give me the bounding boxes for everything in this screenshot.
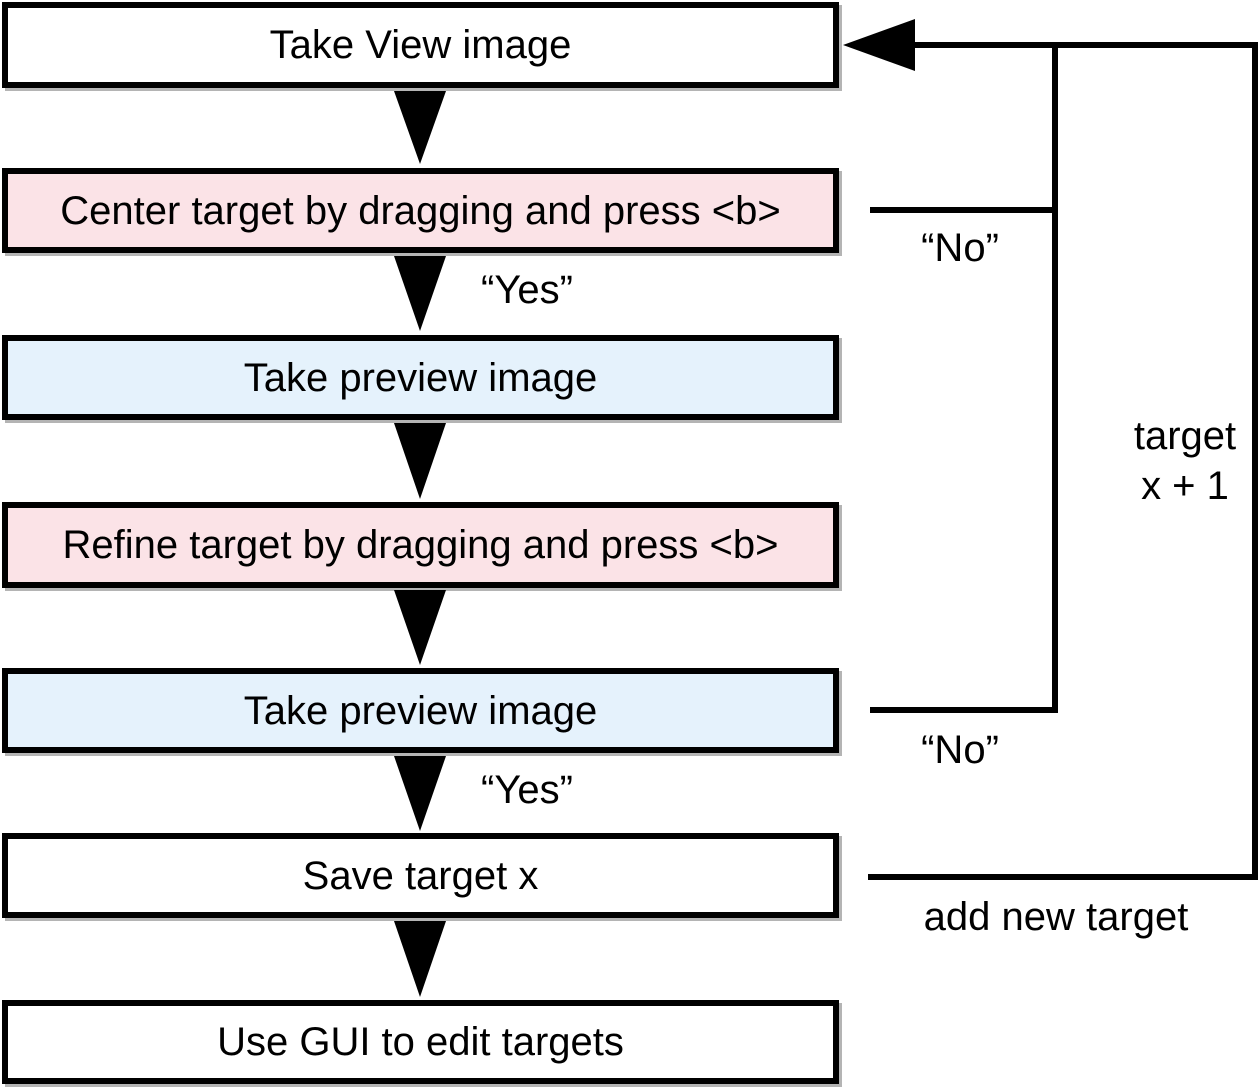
down-arrow-icon — [394, 423, 446, 499]
box-refine-target: Refine target by dragging and press <b> — [2, 502, 839, 588]
feedback-vertical-line-inner — [1052, 42, 1058, 713]
no-branch-line-2 — [870, 707, 1058, 713]
no-label-2: “No” — [921, 728, 999, 772]
yes-label-1: “Yes” — [481, 268, 573, 312]
target-increment-line2: x + 1 — [1141, 464, 1229, 508]
box-take-preview-2: Take preview image — [2, 668, 839, 753]
left-arrowhead-icon — [843, 19, 915, 71]
yes-label-2: “Yes” — [481, 768, 573, 812]
target-increment-line1: target — [1133, 414, 1237, 458]
down-arrow-icon — [394, 590, 446, 665]
box-take-view-image: Take View image — [2, 2, 839, 88]
no-branch-line-1 — [870, 207, 1058, 213]
box-center-target: Center target by dragging and press <b> — [2, 168, 839, 253]
down-arrow-icon — [394, 91, 446, 164]
feedback-vertical-line-outer — [1252, 42, 1258, 880]
box-use-gui: Use GUI to edit targets — [2, 1000, 839, 1084]
down-arrow-icon — [394, 256, 446, 331]
no-label-1: “No” — [921, 226, 999, 270]
box-save-target: Save target x — [2, 833, 839, 918]
box-take-preview-1: Take preview image — [2, 335, 839, 420]
add-new-target-label: add new target — [923, 895, 1189, 939]
down-arrow-icon — [394, 756, 446, 831]
target-increment-label: target x + 1 — [1134, 411, 1236, 511]
down-arrow-icon — [394, 921, 446, 997]
top-feedback-line — [912, 42, 1258, 48]
add-target-line — [868, 874, 1258, 880]
